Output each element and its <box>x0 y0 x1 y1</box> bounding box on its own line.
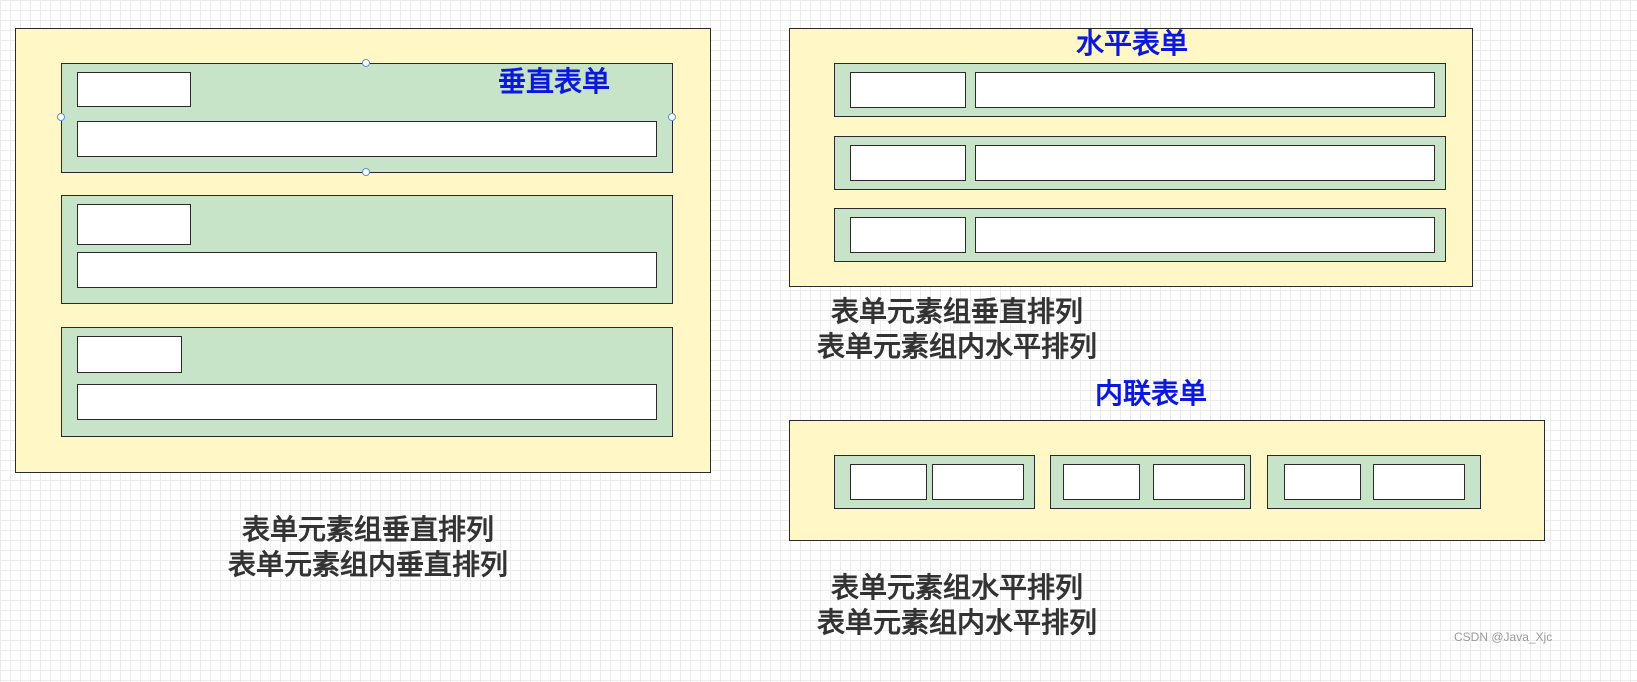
vertical-form-caption-line-1: 表单元素组垂直排列 <box>242 513 495 546</box>
inline-form-input-box-2 <box>1153 464 1245 500</box>
selection-handle-left[interactable] <box>57 113 65 121</box>
inline-form-caption-line-1: 表单元素组水平排列 <box>831 571 1084 604</box>
inline-form-input-box-1 <box>932 464 1024 500</box>
selection-handle-right[interactable] <box>668 113 676 121</box>
inline-form-input-box-3 <box>1373 464 1465 500</box>
watermark: CSDN @Java_Xjc <box>1454 630 1553 644</box>
horizontal-form-label-box-2 <box>850 145 966 181</box>
selection-handle-bottom[interactable] <box>362 168 370 176</box>
vertical-form-caption-line-2: 表单元素组内垂直排列 <box>228 548 509 581</box>
horizontal-form-label-box-3 <box>850 217 966 253</box>
vertical-form-input-box-3 <box>77 384 657 420</box>
inline-form-title: 内联表单 <box>1095 377 1208 410</box>
horizontal-form-input-box-2 <box>975 145 1435 181</box>
selection-handle-top[interactable] <box>362 59 370 67</box>
horizontal-form-input-box-3 <box>975 217 1435 253</box>
inline-form-label-box-1 <box>850 464 927 500</box>
horizontal-form-title: 水平表单 <box>1076 27 1189 60</box>
inline-form-caption-line-2: 表单元素组内水平排列 <box>817 606 1098 639</box>
horizontal-form-caption-line-2: 表单元素组内水平排列 <box>817 330 1098 363</box>
vertical-form-label-box-2 <box>77 204 191 245</box>
vertical-form-input-box-1 <box>77 121 657 157</box>
horizontal-form-label-box-1 <box>850 72 966 108</box>
vertical-form-label-box-3 <box>77 336 182 373</box>
vertical-form-input-box-2 <box>77 252 657 288</box>
inline-form-label-box-3 <box>1284 464 1361 500</box>
vertical-form-label-box-1 <box>77 72 191 107</box>
horizontal-form-caption-line-1: 表单元素组垂直排列 <box>831 295 1084 328</box>
vertical-form-title: 垂直表单 <box>498 65 611 98</box>
horizontal-form-input-box-1 <box>975 72 1435 108</box>
inline-form-label-box-2 <box>1063 464 1140 500</box>
